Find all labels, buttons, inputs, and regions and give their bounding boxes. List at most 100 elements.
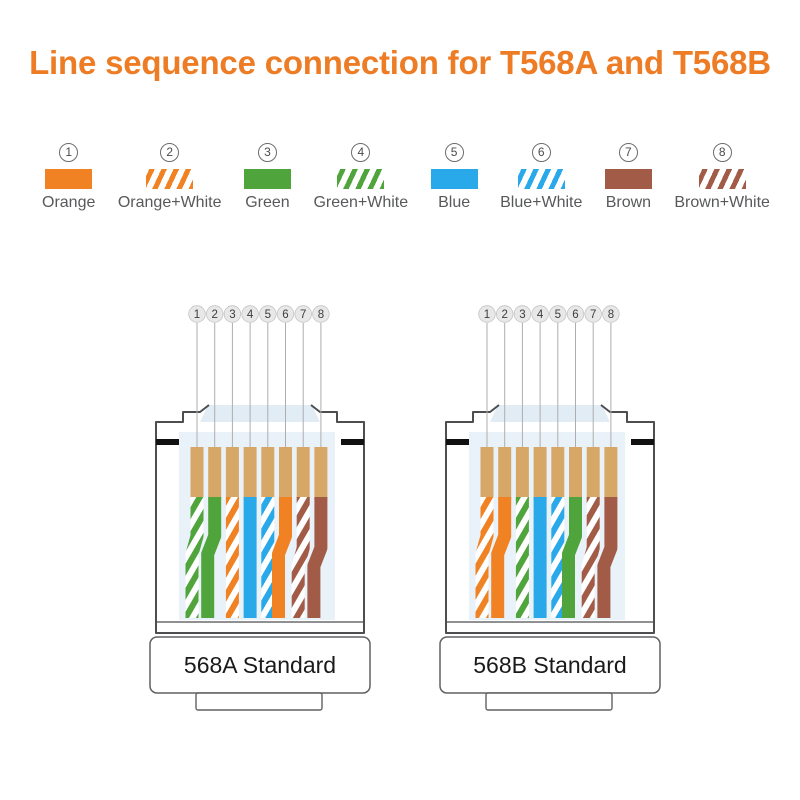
wire-brown-white	[291, 497, 310, 618]
pin-number: 7	[590, 309, 596, 321]
pin-number: 2	[211, 309, 217, 321]
legend-swatch-orange-white	[146, 169, 194, 189]
pin-number-circle	[223, 305, 242, 323]
legend-number-circle: 3	[257, 143, 277, 162]
pin-number: 2	[501, 309, 507, 321]
pin-number-circle	[312, 305, 330, 323]
legend-number-circle: 2	[160, 143, 180, 162]
gold-pin	[586, 447, 600, 500]
legend-number-circle: 8	[712, 143, 732, 162]
wire-orange	[491, 497, 512, 618]
pin-number-circle	[478, 305, 496, 323]
page-title: Line sequence connection for T568A and T…	[29, 44, 771, 81]
legend-label: Green	[245, 194, 290, 211]
pin-number-circle	[602, 305, 620, 323]
wire-orange	[272, 497, 292, 618]
gold-pin	[569, 447, 582, 500]
legend-label: Green+White	[313, 194, 409, 211]
legend-label: Orange	[42, 194, 96, 211]
pin-number: 7	[300, 309, 306, 321]
gold-pin	[480, 447, 494, 500]
legend-number-circle: 7	[618, 143, 638, 162]
pin-number: 4	[537, 309, 544, 321]
legend-swatch-green	[243, 169, 291, 189]
legend-swatch-brown-white	[698, 169, 746, 189]
legend-swatch-orange	[45, 169, 93, 189]
legend-swatch-blue-white	[517, 169, 565, 189]
pin-number-circle	[188, 305, 206, 323]
gold-pin	[190, 447, 204, 500]
gold-pin	[498, 447, 512, 500]
wire-green	[201, 497, 222, 618]
latch-bar-left	[446, 439, 469, 445]
plug-outline	[155, 404, 365, 634]
legend-label: Brown	[605, 194, 652, 211]
gold-pin	[551, 447, 565, 500]
pin-number: 5	[555, 309, 561, 321]
wire-green-white	[185, 497, 204, 618]
standard-label: 568A Standard	[184, 652, 336, 678]
legend-number-circle: 6	[531, 143, 551, 162]
wire-green	[562, 497, 582, 618]
gold-pin	[243, 447, 257, 500]
legend-swatch-green-white	[337, 169, 385, 189]
legend-label: Blue	[438, 194, 471, 211]
pin-number: 6	[282, 309, 288, 321]
plug-latch-tab	[195, 692, 323, 711]
legend-number-circle: 4	[351, 143, 371, 162]
pin-number-circle	[241, 305, 259, 323]
plug-outline	[445, 404, 655, 634]
pin-number: 1	[484, 309, 490, 321]
gold-pin	[208, 447, 222, 500]
gold-pin	[533, 447, 547, 500]
latch-bar-right	[631, 439, 654, 445]
pin-number-circle	[531, 305, 549, 323]
plug-clip-top	[200, 405, 320, 422]
plug-clip-top	[490, 405, 610, 422]
pin-number-circle	[549, 305, 567, 323]
gold-pin	[604, 447, 618, 500]
wire-brown-white	[581, 497, 600, 618]
plug-latch-tab	[485, 692, 613, 711]
pin-number: 3	[519, 309, 525, 321]
pin-number-circle	[584, 305, 602, 323]
gold-pin	[279, 447, 292, 500]
legend-swatch-brown	[604, 169, 652, 189]
pin-number-circle	[276, 305, 295, 323]
legend-label: Orange+White	[117, 194, 222, 211]
pin-number: 1	[194, 309, 200, 321]
legend-label: Blue+White	[500, 194, 583, 211]
pin-number: 5	[265, 309, 271, 321]
pin-number: 8	[318, 309, 324, 321]
legend-number-circle: 1	[59, 143, 79, 162]
wire-orange-white	[475, 497, 494, 618]
latch-bar-right	[341, 439, 364, 445]
gold-pin	[261, 447, 275, 500]
gold-pin	[296, 447, 310, 500]
pin-number-circle	[513, 305, 532, 323]
pin-number: 4	[247, 309, 254, 321]
wire-brown	[307, 497, 328, 618]
wire-brown	[597, 497, 618, 618]
pin-number-circle	[259, 305, 277, 323]
latch-bar-left	[156, 439, 179, 445]
gold-pin	[515, 447, 529, 500]
legend-swatch-blue	[430, 169, 478, 189]
pin-number-circle	[205, 305, 224, 323]
pin-number-circle	[294, 305, 312, 323]
legend-number-circle: 5	[444, 143, 464, 162]
pin-number: 3	[229, 309, 235, 321]
